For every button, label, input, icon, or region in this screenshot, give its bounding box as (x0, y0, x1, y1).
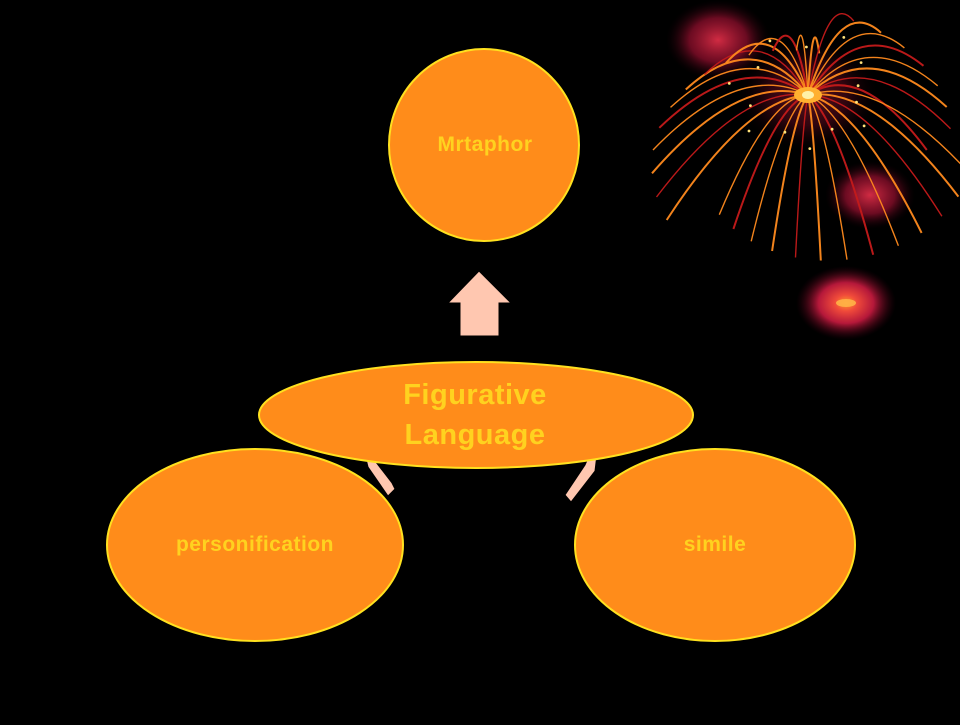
firework-burst-icon (651, 0, 960, 261)
node-simile (574, 448, 856, 642)
node-personification (106, 448, 404, 642)
red-glow-orb-icon (796, 266, 896, 340)
node-metaphor (388, 48, 580, 242)
node-center (258, 361, 694, 469)
arrow-to-metaphor (446, 270, 513, 337)
